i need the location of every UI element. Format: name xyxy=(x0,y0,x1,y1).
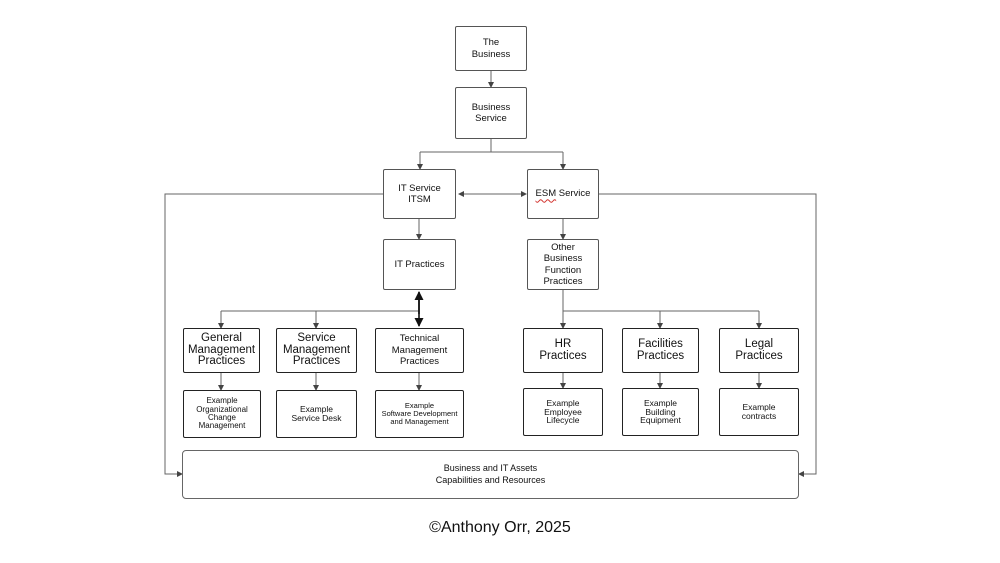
node-legal-practices: Legal Practices xyxy=(719,328,799,373)
connector-it-split xyxy=(220,310,419,328)
node-example-organizational-change: Example Organizational Change Management xyxy=(183,390,261,438)
node-example-contracts: Example contracts xyxy=(719,388,799,436)
node-esm-service: ESM Service xyxy=(527,169,599,219)
node-hr-practices: HR Practices xyxy=(523,328,603,373)
node-example-software-development: Example Software Development and Managem… xyxy=(375,390,464,438)
node-general-management-practices: General Management Practices xyxy=(183,328,260,373)
node-business-it-assets: Business and IT Assets Capabilities and … xyxy=(182,450,799,499)
connector-service-split xyxy=(419,139,564,169)
esm-label-prefix: ESM xyxy=(535,188,557,200)
node-it-service-itsm: IT Service ITSM xyxy=(383,169,456,219)
node-it-practices: IT Practices xyxy=(383,239,456,290)
node-the-business: The Business xyxy=(455,26,527,71)
node-other-business-function-practices: Other Business Function Practices xyxy=(527,239,599,290)
node-business-service: Business Service xyxy=(455,87,527,139)
node-technical-management-practices: Technical Management Practices xyxy=(375,328,464,373)
node-example-employee-lifecycle: Example Employee Lifecycle xyxy=(523,388,603,436)
node-facilities-practices: Facilities Practices xyxy=(622,328,699,373)
connector-esm-to-assets xyxy=(599,193,817,477)
node-example-service-desk: Example Service Desk xyxy=(276,390,357,438)
copyright-notice: ©Anthony Orr, 2025 xyxy=(429,519,571,536)
connector-other-split xyxy=(562,290,760,328)
esm-label-suffix: Service xyxy=(556,188,591,200)
node-service-management-practices: Service Management Practices xyxy=(276,328,357,373)
node-example-building-equipment: Example Building Equipment xyxy=(622,388,699,436)
connector-itsm-to-assets xyxy=(164,193,383,477)
